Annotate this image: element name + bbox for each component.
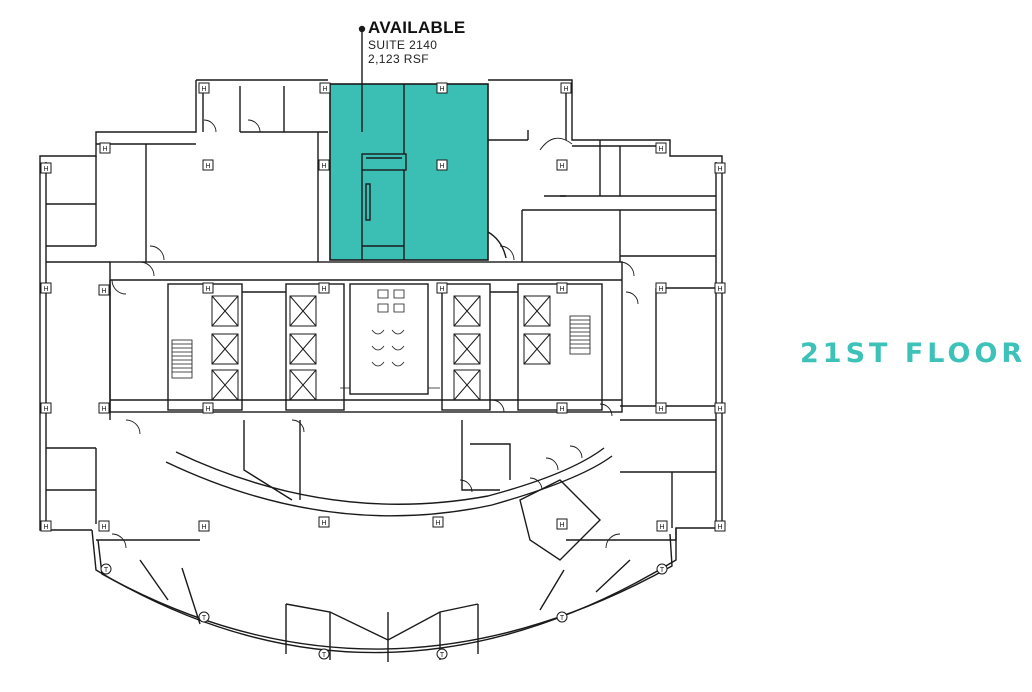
- svg-text:H: H: [43, 286, 48, 293]
- svg-text:H: H: [43, 406, 48, 413]
- svg-text:H: H: [322, 86, 327, 93]
- stairs: [171, 315, 591, 379]
- availability-status: AVAILABLE: [368, 18, 466, 37]
- svg-text:H: H: [439, 286, 444, 293]
- svg-text:T: T: [560, 615, 565, 622]
- svg-text:H: H: [205, 163, 210, 170]
- west-offices: [46, 156, 111, 524]
- svg-text:H: H: [101, 406, 106, 413]
- svg-text:H: H: [559, 163, 564, 170]
- svg-text:H: H: [717, 286, 722, 293]
- svg-text:H: H: [439, 163, 444, 170]
- svg-text:T: T: [104, 567, 109, 574]
- door-swings: [111, 119, 639, 549]
- svg-text:T: T: [322, 652, 327, 659]
- callout-leader: [358, 25, 366, 132]
- svg-text:H: H: [717, 524, 722, 531]
- north-offices: [145, 86, 664, 262]
- svg-text:H: H: [658, 286, 663, 293]
- svg-text:H: H: [439, 86, 444, 93]
- column-markers: H H H H H H H H H H H H H H H H H H H H …: [40, 82, 726, 532]
- svg-text:H: H: [658, 406, 663, 413]
- floor-label: 21ST FLOOR: [800, 338, 1027, 369]
- svg-text:H: H: [201, 86, 206, 93]
- facade-column-markers: T T T T T T: [100, 563, 668, 660]
- svg-text:H: H: [563, 86, 568, 93]
- east-offices: [620, 195, 716, 528]
- svg-text:H: H: [102, 146, 107, 153]
- svg-text:H: H: [717, 166, 722, 173]
- svg-text:H: H: [659, 524, 664, 531]
- svg-text:H: H: [559, 406, 564, 413]
- svg-text:H: H: [559, 286, 564, 293]
- svg-text:H: H: [101, 288, 106, 295]
- svg-text:T: T: [440, 652, 445, 659]
- south-facade: [91, 528, 677, 654]
- svg-text:H: H: [205, 286, 210, 293]
- suite-area: 2,123 RSF: [368, 52, 429, 66]
- svg-text:H: H: [717, 406, 722, 413]
- svg-text:T: T: [202, 615, 207, 622]
- svg-text:H: H: [43, 166, 48, 173]
- svg-text:H: H: [658, 146, 663, 153]
- svg-text:H: H: [559, 522, 564, 529]
- core: [109, 261, 623, 413]
- svg-text:H: H: [205, 406, 210, 413]
- svg-text:T: T: [660, 567, 665, 574]
- south-offices: [139, 420, 631, 662]
- svg-text:H: H: [101, 524, 106, 531]
- svg-text:H: H: [435, 520, 440, 527]
- svg-text:H: H: [201, 524, 206, 531]
- corridor-curve: [165, 447, 613, 517]
- svg-text:H: H: [321, 163, 326, 170]
- suite-number: SUITE 2140: [368, 38, 438, 52]
- suite-2140-highlight[interactable]: [329, 83, 507, 261]
- elevators: [211, 295, 551, 401]
- svg-text:H: H: [43, 524, 48, 531]
- svg-text:H: H: [321, 286, 326, 293]
- restroom-fixtures: [340, 289, 440, 389]
- svg-text:H: H: [321, 520, 326, 527]
